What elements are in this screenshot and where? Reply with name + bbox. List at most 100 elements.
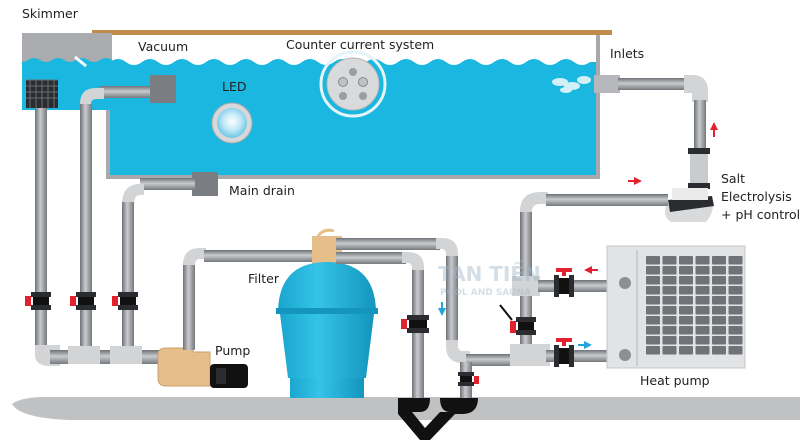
grille-cell [679,326,693,335]
vacuum-fitting [150,75,176,103]
grille-cell [728,286,743,295]
grille-cell [662,276,677,285]
label-pump: Pump [215,343,251,358]
grille-cell [646,276,660,285]
arrow-right-blue [578,341,592,349]
grille-cell [662,266,677,275]
grille-cell [662,316,677,325]
grille-cell [695,316,710,325]
grille-cell [679,256,693,265]
grille-cell [695,266,710,275]
skimmer [22,33,112,110]
grille-cell [662,286,677,295]
grille-cell [679,266,693,275]
pool-deck [92,30,612,35]
arrow-right-red [628,177,642,185]
grille-cell [712,306,726,315]
grille-cell [679,316,693,325]
pump [157,347,248,388]
grille-cell [646,326,660,335]
grille-cell [679,296,693,305]
arrow-up-red [710,122,718,137]
grille-cell [712,266,726,275]
sand-filter [276,228,378,398]
grille-cell [695,336,710,345]
bypass-valve [499,304,536,335]
grille-cell [662,336,677,345]
grille-cell [728,316,743,325]
label-inlets: Inlets [610,46,645,61]
waste-drain [398,398,478,440]
grille-cell [695,306,710,315]
label-main-drain: Main drain [229,183,295,198]
label-heat-pump: Heat pump [640,373,710,388]
suction-valves [25,292,138,310]
grille-cell [695,296,710,305]
grille-cell [662,346,677,355]
heat-pump-unit [606,245,746,369]
label-filter: Filter [248,271,279,286]
grille-cell [695,326,710,335]
arrow-down-blue [438,302,446,316]
salt-electrolysis-unit [665,148,714,222]
watermark-brand: TAN TIẾN [438,262,541,286]
grille-cell [712,276,726,285]
grille-cell [695,346,710,355]
grille-cell [728,276,743,285]
grille-cell [646,256,660,265]
grille-cell [728,306,743,315]
grille-cell [712,346,726,355]
watermark-tagline: POOL AND SAUNA [440,288,531,298]
grille-cell [679,276,693,285]
grille-cell [679,286,693,295]
heat-pump-outlet-valve [554,338,574,367]
grille-cell [728,266,743,275]
label-led: LED [222,79,247,94]
label-counter-current: Counter current system [286,37,435,52]
grille-cell [662,326,677,335]
inlet-bubbles [552,76,591,93]
waste-valve-1 [401,315,429,333]
grille-cell [712,256,726,265]
grille-cell [662,256,677,265]
grille-cell [712,326,726,335]
grille-cell [728,296,743,305]
grille-cell [646,266,660,275]
counter-current-unit [319,50,387,118]
grille-cell [646,336,660,345]
grille-cell [695,256,710,265]
label-skimmer: Skimmer [22,6,78,21]
grille-cell [646,346,660,355]
grille-cell [679,336,693,345]
main-drain-fitting [192,172,218,196]
label-salt-line1: Salt [721,171,745,186]
grille-cell [712,286,726,295]
grille-cell [646,316,660,325]
grille-cell [728,326,743,335]
grille-cell [679,346,693,355]
grille-cell [712,296,726,305]
grille-cell [695,276,710,285]
grille-cell [728,256,743,265]
waste-valve-2 [458,372,479,386]
label-vacuum: Vacuum [138,39,189,54]
grille-cell [728,346,743,355]
arrow-left-red [584,266,598,274]
grille-cell [712,316,726,325]
led-light [211,102,253,144]
label-salt-line3: + pH control [721,207,800,222]
label-salt-line2: Electrolysis [721,189,792,204]
flow-arrows [438,122,718,349]
grille-cell [646,296,660,305]
heat-pump-inlet-valve [554,268,574,297]
grille-cell [662,296,677,305]
grille-cell [712,336,726,345]
inlet-fitting [594,75,620,93]
grille-cell [646,306,660,315]
grille-cell [662,306,677,315]
grille-cell [728,336,743,345]
grille-cell [646,286,660,295]
grille-cell [695,286,710,295]
grille-cell [679,306,693,315]
